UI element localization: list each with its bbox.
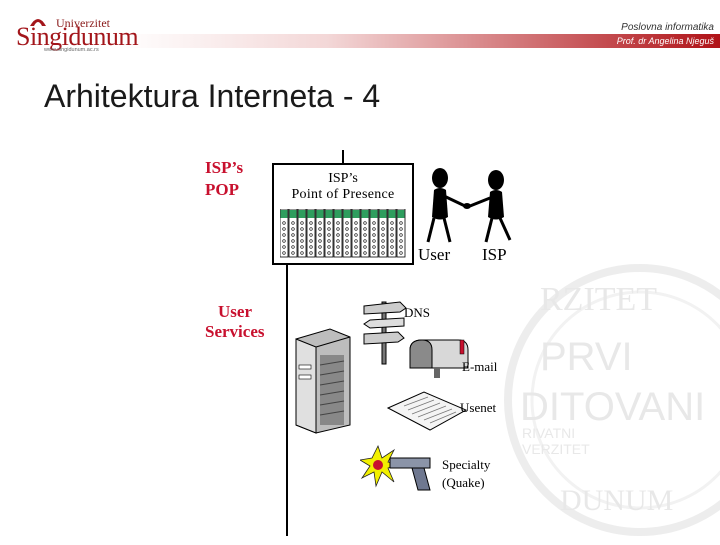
watermark-text: DUNUM [560,484,673,517]
quake-gun-icon [360,444,431,491]
header-bar [118,34,720,48]
server-tower-icon [295,328,351,434]
pop-box: ISP’s Point of Presence [272,163,414,265]
isp-pop-label-line2: POP [205,180,239,199]
modem-rack-icon [280,209,406,258]
connector-line-main [286,262,288,536]
logo-url: www.singidunum.ac.rs [44,47,99,53]
specialty-label-line1: Specialty [442,457,491,472]
email-label: E-mail [462,359,498,374]
user-label: User [418,245,451,264]
isp-pop-label-line1: ISP’s [205,158,244,177]
watermark-text: DITOVANI [520,385,705,429]
pop-box-title-line1: ISP’s [328,171,358,186]
mailbox-icon [409,339,469,378]
dns-label: DNS [404,305,431,320]
user-services-label-line2: Services [205,322,265,341]
university-emblem-icon [28,12,48,33]
handshake-figures-icon [426,168,512,243]
slide-title: Arhitektura Interneta - 4 [44,78,381,114]
newspaper-icon [386,391,468,431]
logo-top-text: Univerzitet [56,16,110,30]
watermark-text: RIVATNI [522,425,575,441]
pop-box-title-line2: Point of Presence [291,187,395,202]
author-name: Prof. dr Angelina Njeguš [616,36,714,46]
watermark-seal: RZITET PRVI DITOVANI RIVATNI VERZITET DU… [500,260,720,545]
isp-label: ISP [482,245,507,264]
user-services-label-line1: User [218,302,252,321]
watermark-text: PRVI [540,335,633,379]
logo-text: Singidunum [16,22,139,51]
connector-line-top [342,150,344,164]
watermark-text: RZITET [540,281,657,318]
course-name: Poslovna informatika [621,22,714,33]
usenet-label: Usenet [460,400,497,415]
watermark-text: VERZITET [522,441,590,457]
signpost-icon [363,301,407,365]
specialty-label-line2: (Quake) [442,475,485,490]
